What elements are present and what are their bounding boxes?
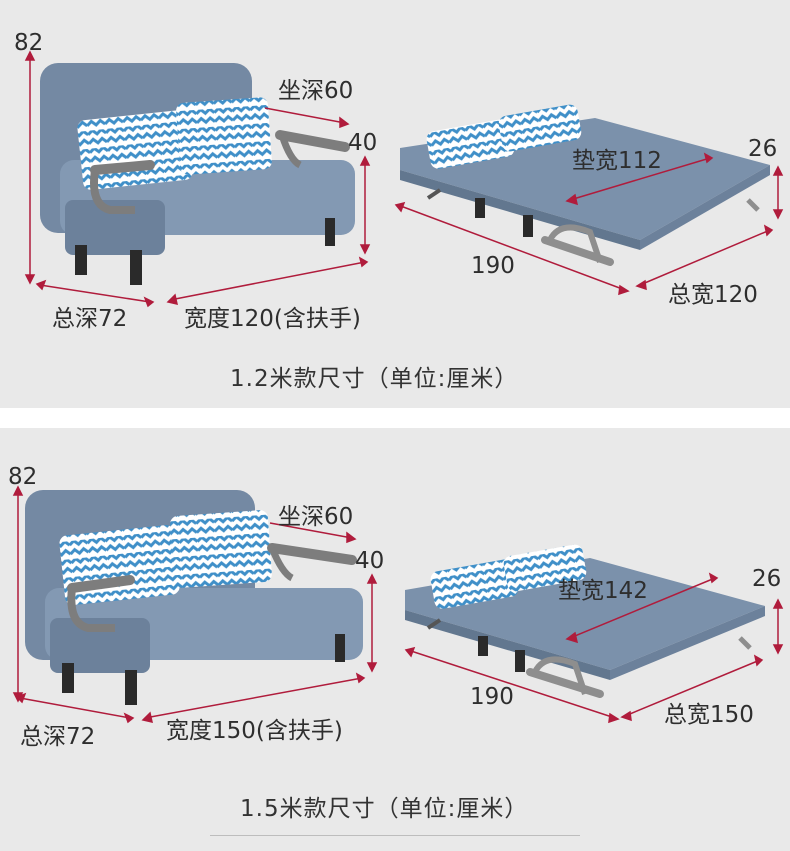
sofa-illustration <box>25 490 363 705</box>
seat-height-label: 40 <box>348 130 378 156</box>
seat-height-label: 40 <box>355 548 385 574</box>
panel-divider <box>0 408 790 428</box>
size-panel-1-2m: 82 坐深60 40 总深72 宽度120(含扶手) 垫宽112 26 190 … <box>0 0 790 408</box>
sofa-bed-illustration <box>400 104 770 266</box>
size-caption: 1.2米款尺寸（单位:厘米） <box>230 366 519 392</box>
dimension-lines <box>24 50 784 308</box>
sofa-illustration <box>40 63 355 285</box>
bed-height-label: 26 <box>748 136 778 162</box>
mattress-width-label: 垫宽142 <box>558 578 648 604</box>
seat-depth-label: 坐深60 <box>278 504 354 530</box>
bed-total-width-label: 总宽120 <box>668 282 758 308</box>
total-depth-label: 总深72 <box>52 306 128 332</box>
bed-length-label: 190 <box>471 253 515 279</box>
mattress-width-label: 垫宽112 <box>572 148 662 174</box>
bed-height-label: 26 <box>752 566 782 592</box>
illustration-1-5m <box>12 485 784 724</box>
caption-underline <box>210 835 580 836</box>
width-with-arms-label: 宽度120(含扶手) <box>184 306 361 332</box>
sofa-height-label: 82 <box>14 30 44 56</box>
total-depth-label: 总深72 <box>20 724 96 750</box>
size-caption: 1.5米款尺寸（单位:厘米） <box>240 796 529 822</box>
dimension-lines <box>12 485 784 724</box>
width-with-arms-label: 宽度150(含扶手) <box>166 718 343 744</box>
sofa-bed-illustration <box>405 544 765 698</box>
illustration-1-2m <box>24 50 784 308</box>
seat-depth-label: 坐深60 <box>278 78 354 104</box>
bed-total-width-label: 总宽150 <box>664 702 754 728</box>
sofa-height-label: 82 <box>8 464 38 490</box>
size-panel-1-5m: 82 坐深60 40 总深72 宽度150(含扶手) 垫宽142 26 190 … <box>0 428 790 851</box>
bed-length-label: 190 <box>470 684 514 710</box>
